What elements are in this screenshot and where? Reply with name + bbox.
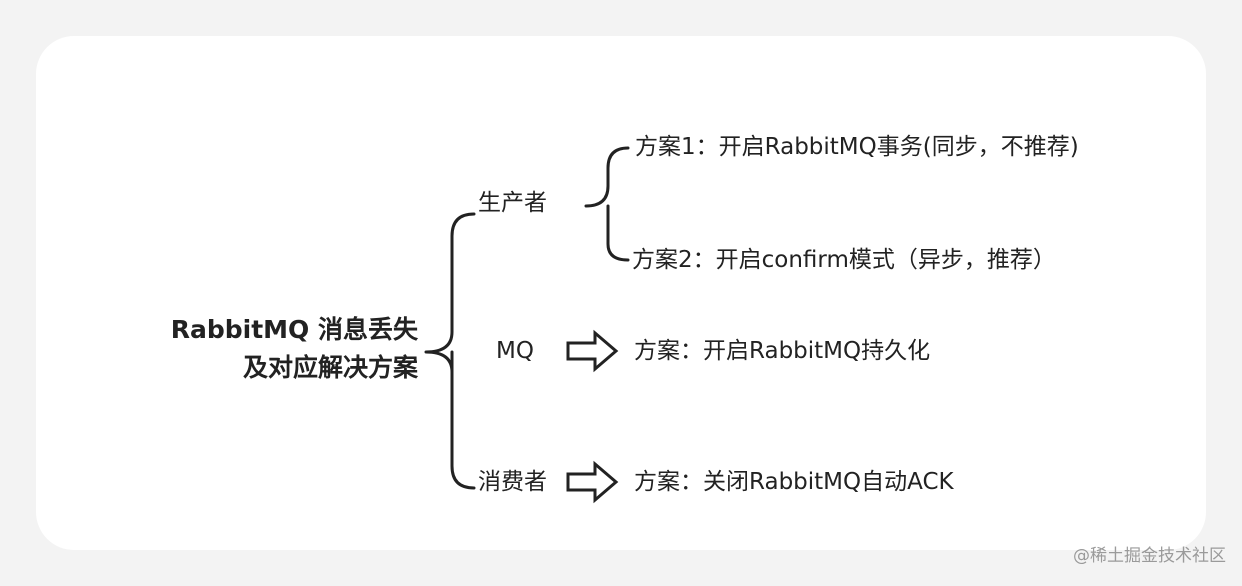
consumer-solution: 方案：关闭RabbitMQ自动ACK bbox=[634, 469, 954, 495]
producer-solution-1: 方案1：开启RabbitMQ事务(同步，不推荐) bbox=[635, 134, 1079, 160]
diagram-card bbox=[36, 36, 1206, 550]
producer-solution-2: 方案2：开启confirm模式（异步，推荐） bbox=[632, 247, 1056, 273]
mq-arrow bbox=[566, 329, 619, 373]
mq-label: MQ bbox=[496, 338, 534, 364]
consumer-arrow bbox=[566, 460, 619, 504]
consumer-label: 消费者 bbox=[478, 469, 547, 495]
producer-brace bbox=[584, 146, 630, 262]
root-title-line1: RabbitMQ 消息丢失 bbox=[170, 315, 418, 344]
producer-label: 生产者 bbox=[478, 190, 547, 216]
main-brace bbox=[424, 212, 476, 490]
root-title-line2: 及对应解决方案 bbox=[242, 353, 418, 382]
mq-solution: 方案：开启RabbitMQ持久化 bbox=[634, 338, 931, 364]
watermark: @稀土掘金技术社区 bbox=[1073, 546, 1226, 566]
